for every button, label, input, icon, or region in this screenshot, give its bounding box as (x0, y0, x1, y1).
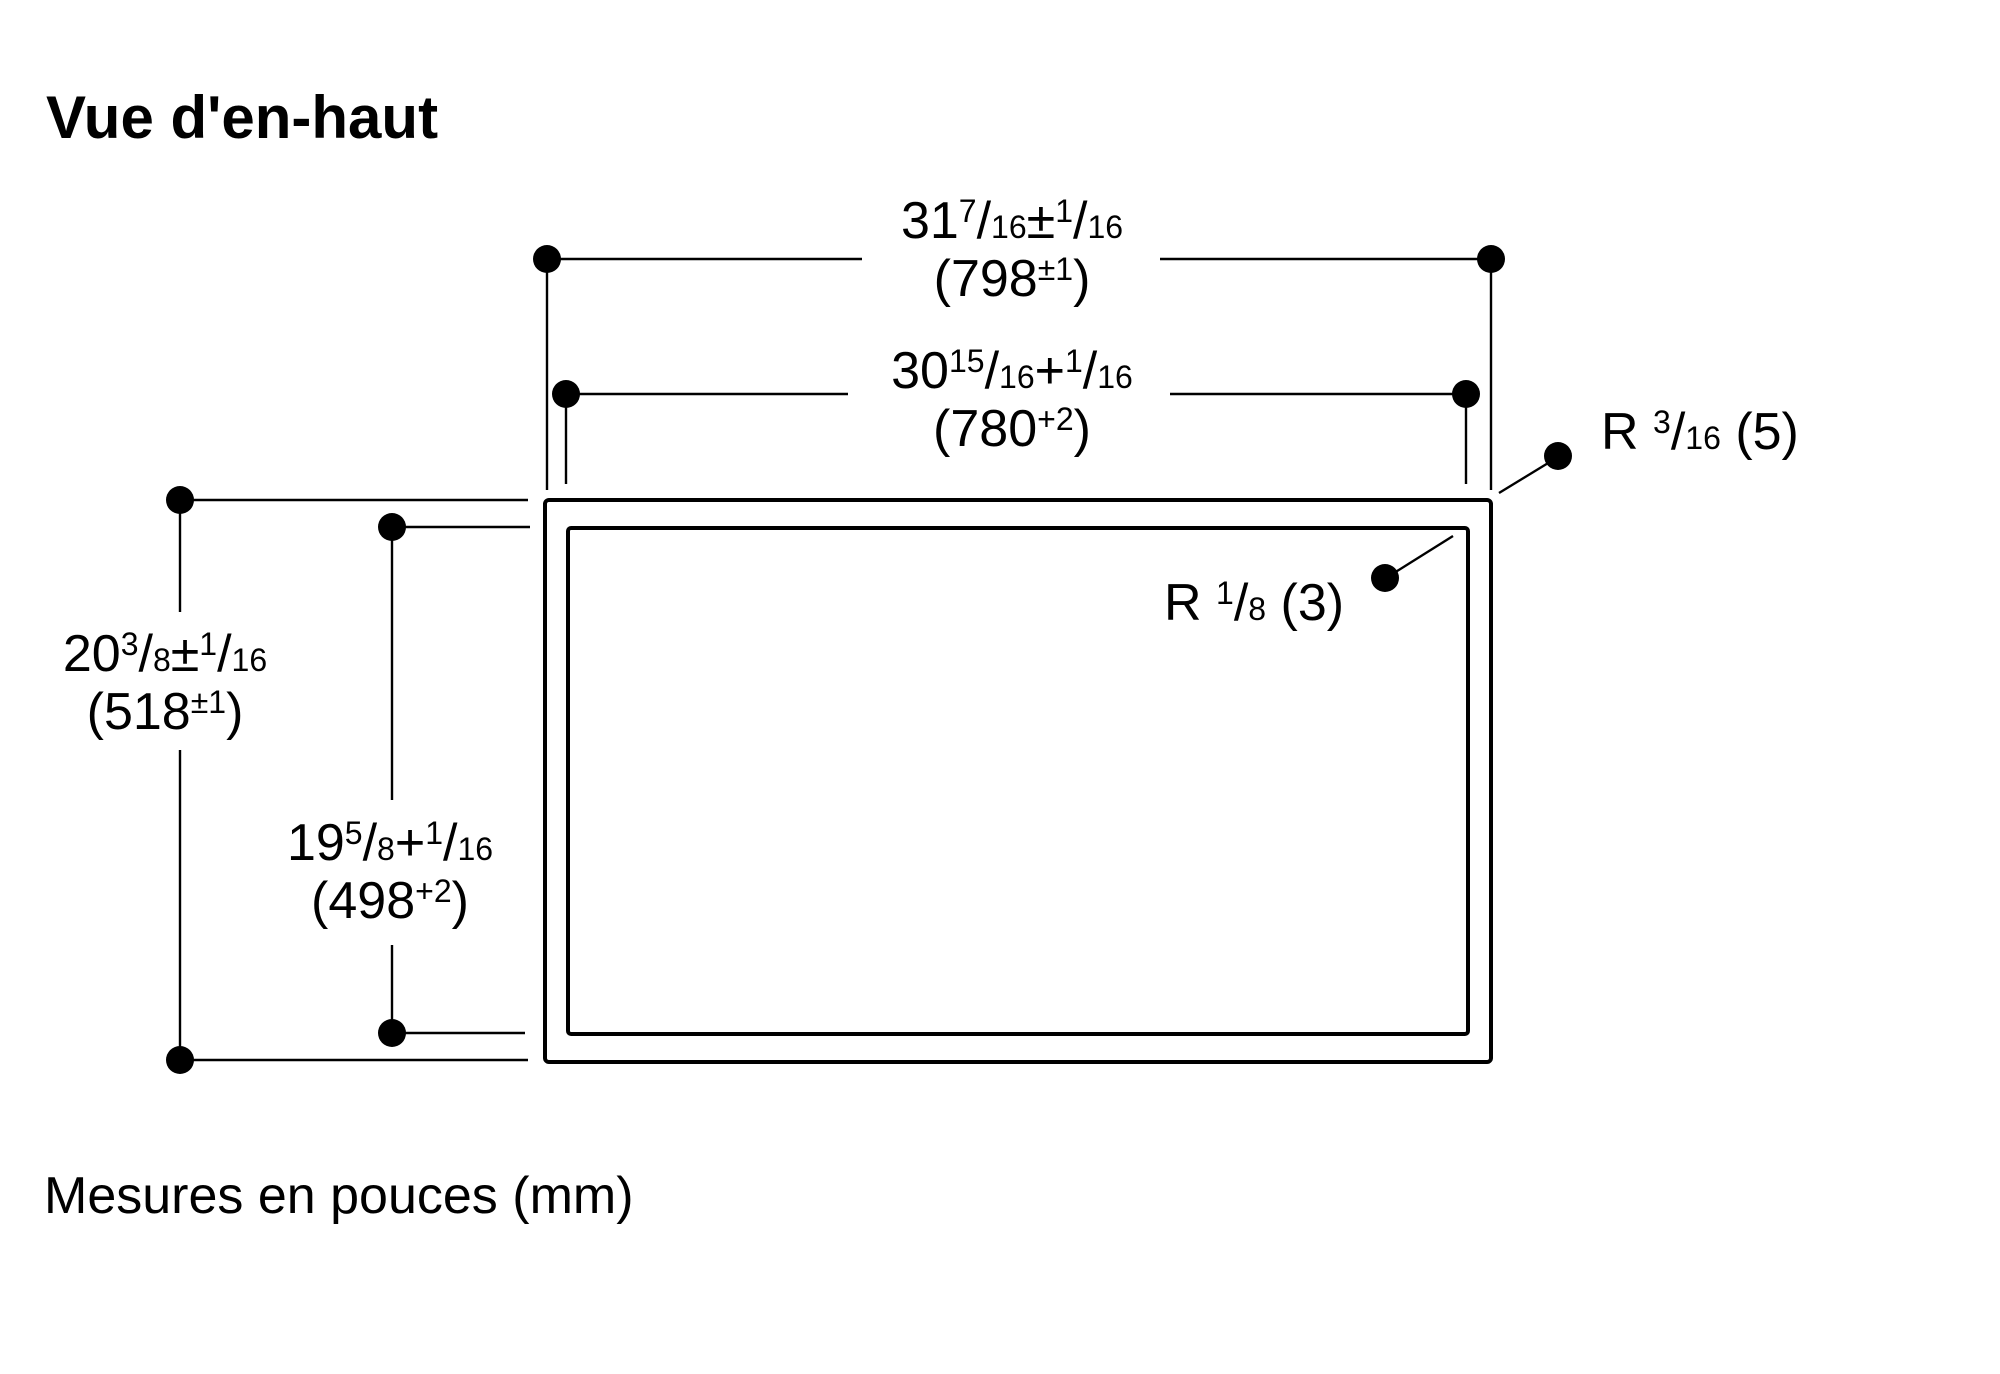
inner-depth-inch-label: 195/8+1/16 (287, 814, 493, 872)
inner-radius-callout: R 1/8 (3) (1164, 534, 1454, 632)
outer-cutout (543, 498, 1493, 1064)
inner-width-dimension: 3015/16+1/16 (780+2) (552, 342, 1480, 484)
outer-width-endpoint-left (533, 245, 561, 273)
outer-depth-inch-label: 203/8±1/16 (63, 625, 267, 683)
inner-width-endpoint-right (1452, 380, 1480, 408)
outer-depth-mm-label: (518±1) (87, 683, 244, 741)
inner-depth-endpoint-top (378, 513, 406, 541)
inner-depth-mm-label: (498+2) (311, 872, 469, 930)
inner-radius-leader-dot (1371, 564, 1399, 592)
inner-width-inch-label: 3015/16+1/16 (891, 342, 1133, 400)
inner-depth-dimension: 195/8+1/16 (498+2) (287, 513, 530, 1047)
outer-radius-callout: R 3/16 (5) (1498, 403, 1799, 495)
outer-depth-dimension: 203/8±1/16 (518±1) (63, 486, 528, 1074)
outer-width-dimension: 317/16±1/16 (798±1) (533, 192, 1505, 490)
outer-radius-leader-dot (1544, 442, 1572, 470)
inner-cutout (566, 526, 1470, 1036)
inner-radius-label: R 1/8 (3) (1164, 574, 1344, 632)
inner-width-mm-label: (780+2) (933, 400, 1091, 458)
inner-radius-leader (1385, 534, 1454, 580)
outer-width-endpoint-right (1477, 245, 1505, 273)
outer-width-mm-label: (798±1) (934, 250, 1091, 308)
inner-width-endpoint-left (552, 380, 580, 408)
outer-width-inch-label: 317/16±1/16 (901, 192, 1123, 250)
diagram-title: Vue d'en-haut (46, 84, 438, 151)
outer-radius-label: R 3/16 (5) (1601, 403, 1799, 461)
outer-depth-endpoint-bottom (166, 1046, 194, 1074)
inner-depth-endpoint-bottom (378, 1019, 406, 1047)
units-caption: Mesures en pouces (mm) (44, 1167, 634, 1225)
outer-depth-endpoint-top (166, 486, 194, 514)
